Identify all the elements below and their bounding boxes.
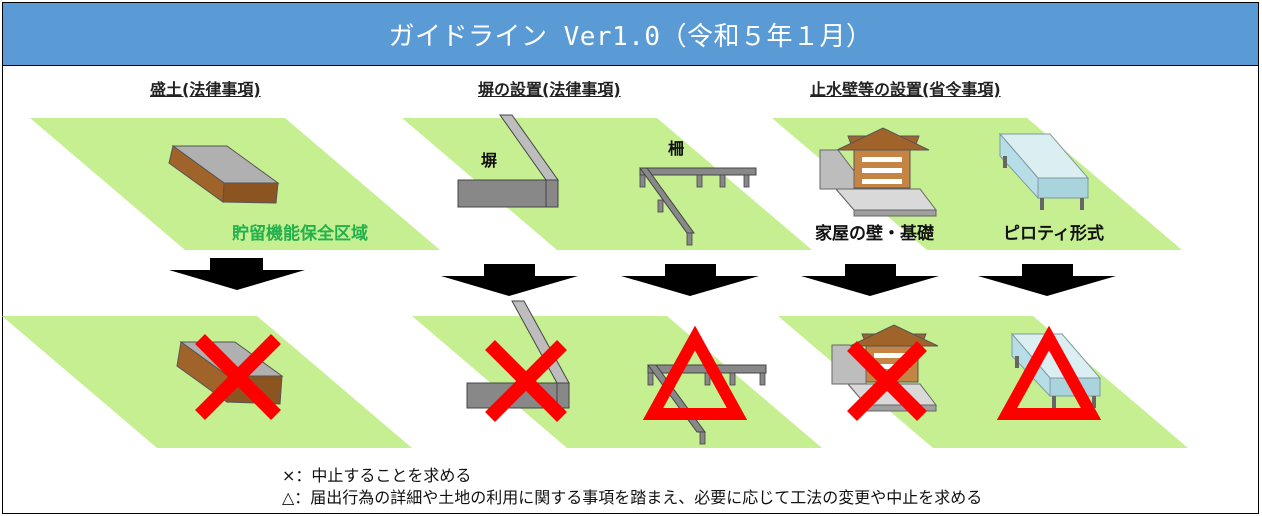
arrow-down-1 [169,258,305,290]
header-title: ガイドライン Ver1.0（令和５年１月） [388,21,873,52]
triangle-mark-2 [996,325,1102,420]
fence-icon [639,167,757,246]
storage-zone-label: 貯留機能保全区域 [232,223,368,244]
arrow-down-4 [801,264,939,296]
wall-icon [457,114,559,208]
section-title-embankment: 盛土(法律事項) [150,80,261,99]
header-bar: ガイドライン Ver1.0（令和５年１月） [3,3,1258,66]
arrow-down-5 [978,264,1116,296]
embankment-icon [168,145,280,204]
piloti-icon [998,132,1090,210]
legend-cross: ×：中止することを求める [282,466,472,485]
fence-label: 柵 [668,139,684,158]
down-arrows [169,258,1116,296]
piloti-label: ピロティ形式 [1003,223,1104,244]
triangle-mark-1 [642,325,748,420]
section-title-floodwall: 止水壁等の設置(省令事項) [810,80,1001,99]
section-title-wall: 塀の設置(法律事項) [478,80,621,99]
house-wall-label: 家屋の壁・基礎 [815,223,935,244]
cross-mark-3 [847,341,927,421]
cross-mark-2 [485,340,567,422]
cross-mark-1 [195,334,281,420]
legend-triangle: △：届出行為の詳細や土地の利用に関する事項を踏まえ、必要に応じて工法の変更や中止… [282,488,983,507]
wall-label: 塀 [481,151,497,170]
house-wall-icon [819,127,938,217]
ground-top-2 [402,118,812,250]
arrow-down-2 [441,264,578,296]
arrow-down-3 [621,264,759,296]
